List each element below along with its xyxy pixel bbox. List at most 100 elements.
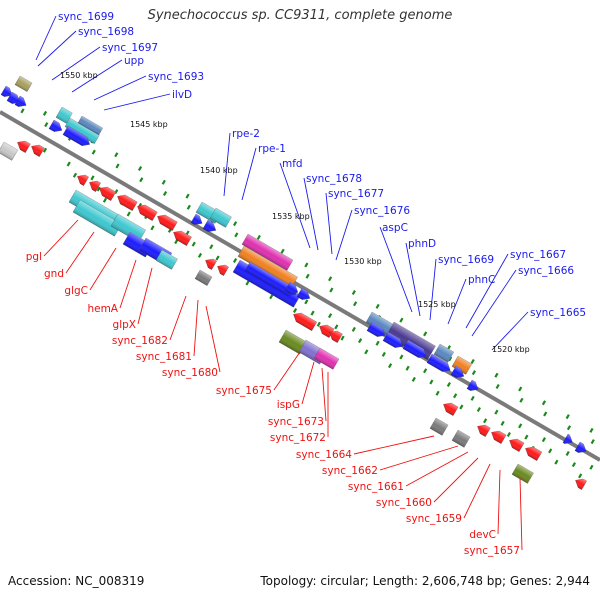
reverse-arrow <box>31 144 45 157</box>
label-leader <box>35 15 57 61</box>
forward-arrow-shade <box>402 340 427 358</box>
forward-arrow-shade <box>14 96 27 107</box>
gene-label: glgC <box>64 285 88 297</box>
gene-label: sync_1661 <box>348 481 404 493</box>
scale-tick <box>423 331 428 337</box>
scale-tick <box>589 427 594 433</box>
scale-tick <box>256 234 261 240</box>
reverse-arrow <box>525 446 543 461</box>
scale-tick <box>411 376 416 382</box>
forward-arrow <box>14 95 27 107</box>
reverse-arrow-shade <box>31 145 45 157</box>
forward-arrow <box>48 119 63 132</box>
gene-label: hemA <box>87 303 118 315</box>
gene-label: sync_1673 <box>268 416 324 428</box>
gene-block-shade <box>55 107 73 124</box>
label-leader <box>497 469 501 535</box>
reverse-arrow <box>99 186 117 201</box>
accession-text: Accession: NC_008319 <box>8 574 145 588</box>
scale-tick <box>328 313 333 319</box>
forward-arrow-shade <box>466 380 479 391</box>
scale-tick <box>375 303 380 309</box>
label-leader <box>193 299 199 357</box>
forward-arrow-shade <box>426 354 451 372</box>
scale-tick <box>334 324 339 330</box>
forward-arrow <box>426 353 451 372</box>
forward-arrow-shade <box>190 214 203 225</box>
gene-block-shade <box>72 199 122 237</box>
gene-block <box>110 213 146 243</box>
scale-tick <box>114 152 119 158</box>
reverse-arrow <box>477 424 491 437</box>
forward-arrow-shade <box>0 86 13 97</box>
scale-tick <box>358 338 363 344</box>
reverse-arrow <box>217 264 229 276</box>
scale-tick <box>519 397 524 403</box>
gene-label: phnD <box>408 238 436 250</box>
label-leader <box>169 295 187 341</box>
gene-labels: sync_1699sync_1698sync_1697uppsync_1693i… <box>26 11 586 557</box>
scale-tick <box>518 386 523 392</box>
forward-arrow <box>382 331 403 348</box>
forward-arrow <box>562 433 573 444</box>
gene-label: sync_1669 <box>438 254 494 266</box>
label-leader <box>519 477 523 551</box>
label-leader <box>241 147 257 201</box>
gene-block <box>433 343 455 363</box>
scale-tick <box>435 390 440 396</box>
scale-label: 1535 kbp <box>272 212 310 221</box>
forward-arrow <box>402 339 427 358</box>
reverse-arrow <box>491 430 507 444</box>
scale-tick <box>518 423 523 429</box>
reverse-arrow <box>293 312 317 331</box>
gene-block <box>241 233 294 271</box>
label-leader <box>465 253 509 329</box>
scale-tick <box>578 473 583 479</box>
gene-block <box>313 347 340 370</box>
gene-block-shade <box>511 463 534 484</box>
gene-label: mfd <box>282 158 303 170</box>
scale-tick <box>524 434 529 440</box>
scale-label: 1550 kbp <box>60 71 98 80</box>
reverse-arrow-shade <box>443 403 459 416</box>
label-leader <box>279 162 311 249</box>
reverse-arrow <box>329 330 343 343</box>
scale-tick <box>292 308 298 314</box>
gene-block-shade <box>64 118 100 144</box>
gene-block <box>77 115 103 136</box>
reverse-arrow-shade <box>77 175 89 186</box>
reverse-arrow-shade <box>293 313 317 331</box>
forward-arrow <box>0 85 13 97</box>
scale-label: 1540 kbp <box>200 166 238 175</box>
scale-tick <box>541 437 547 443</box>
reverse-arrow-shade <box>509 439 525 452</box>
label-leader <box>353 435 435 455</box>
scale-tick <box>280 248 285 254</box>
scale-tick <box>304 262 309 268</box>
scale-tick <box>494 372 499 378</box>
scale-tick <box>96 186 101 192</box>
scale-tick <box>423 368 428 374</box>
forward-arrow <box>6 91 21 104</box>
label-leader <box>447 278 467 325</box>
gene-label: devC <box>469 529 496 541</box>
label-leader <box>65 231 95 274</box>
scale-tick <box>548 448 553 454</box>
map-title: Synechococcus sp. CC9311, complete genom… <box>147 8 453 23</box>
scale-tick <box>541 400 547 406</box>
scale-tick <box>42 147 48 153</box>
scale-tick <box>328 276 333 282</box>
gene-label: sync_1660 <box>376 497 432 509</box>
label-leader <box>273 351 301 391</box>
scale-tick <box>506 432 511 438</box>
label-leader <box>303 177 319 251</box>
gene-label: sync_1699 <box>58 11 114 23</box>
scale-tick <box>565 414 570 420</box>
scale-tick <box>353 301 358 307</box>
reverse-arrow-shade <box>491 431 507 444</box>
forward-arrow-shade <box>296 288 310 300</box>
reverse-arrow <box>117 194 138 211</box>
scale-tick <box>232 258 238 264</box>
forward-arrow <box>366 321 386 337</box>
label-leader <box>463 463 491 519</box>
